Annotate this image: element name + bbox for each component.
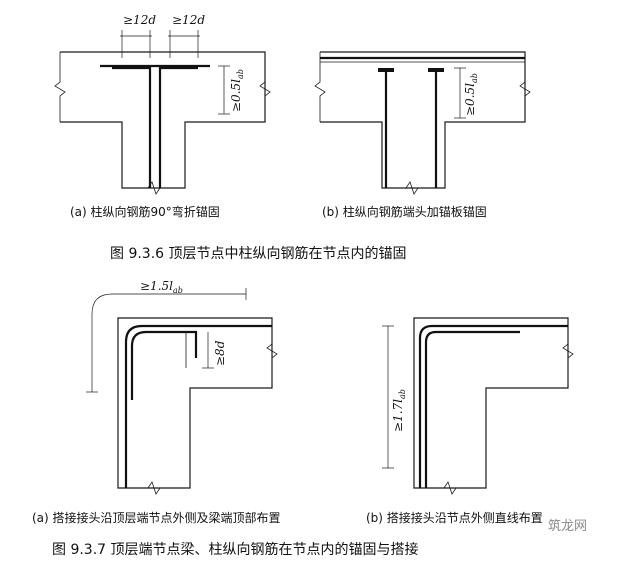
break-mark-right (519, 52, 531, 122)
break-mark-right (562, 318, 574, 388)
break-mark-right (266, 318, 278, 388)
label-anchor-a: ≥0.5lab (229, 69, 245, 112)
label-12d-left: ≥12d (123, 13, 156, 27)
break-mark-bottom (414, 481, 486, 495)
joint-outline (413, 317, 569, 489)
dim-line-lap-a (91, 293, 246, 392)
joint-b-bottom: ≥1.7lab (b) 搭接接头沿节点外侧直线布置 (366, 317, 574, 525)
watermark: 筑龙网 (548, 518, 587, 534)
anchor-plate-left (378, 68, 394, 72)
joint-a-top: ≥12d ≥12d ≥0.5lab (a) 柱纵向钢筋90°弯折锚固 (54, 13, 271, 219)
break-mark-left (54, 52, 66, 122)
break-mark-bottom (118, 481, 190, 495)
column-bar-left (112, 66, 152, 188)
outer-bar (124, 324, 272, 488)
joint-outline (60, 51, 266, 189)
joint-a-bottom: ≥1.5lab ≥8d (a) 搭接接头沿顶层端节点外侧及梁端顶部布置 (32, 279, 281, 525)
joint-b-top: ≥0.5lab (b) 柱纵向钢筋端头加锚板锚固 (314, 51, 531, 219)
label-anchor-b: ≥0.5lab (463, 73, 479, 116)
outer-bar (418, 324, 568, 488)
joint-outline (320, 51, 526, 189)
inner-bar (424, 330, 520, 488)
break-mark-bottom (122, 181, 185, 195)
column-bar-right (158, 66, 198, 188)
caption-b-bottom: (b) 搭接接头沿节点外侧直线布置 (366, 510, 543, 525)
label-lap-b: ≥1.7lab (391, 389, 407, 432)
anchor-plate-right (428, 68, 444, 72)
label-8d: ≥8d (213, 340, 227, 366)
label-12d-right: ≥12d (172, 13, 205, 27)
inner-bar (130, 330, 198, 400)
break-mark-bottom (382, 181, 445, 195)
figure-title-9-3-7: 图 9.3.7 顶层端节点梁、柱纵向钢筋在节点内的锚固与搭接 (52, 541, 419, 558)
break-mark-left (314, 52, 326, 122)
break-mark-right (259, 52, 271, 122)
caption-b-top: (b) 柱纵向钢筋端头加锚板锚固 (322, 204, 487, 219)
label-lap-a: ≥1.5lab (140, 279, 183, 295)
figure-title-9-3-6: 图 9.3.6 顶层节点中柱纵向钢筋在节点内的锚固 (110, 245, 407, 262)
caption-a-top: (a) 柱纵向钢筋90°弯折锚固 (70, 204, 220, 219)
caption-a-bottom: (a) 搭接接头沿顶层端节点外侧及梁端顶部布置 (32, 510, 281, 525)
